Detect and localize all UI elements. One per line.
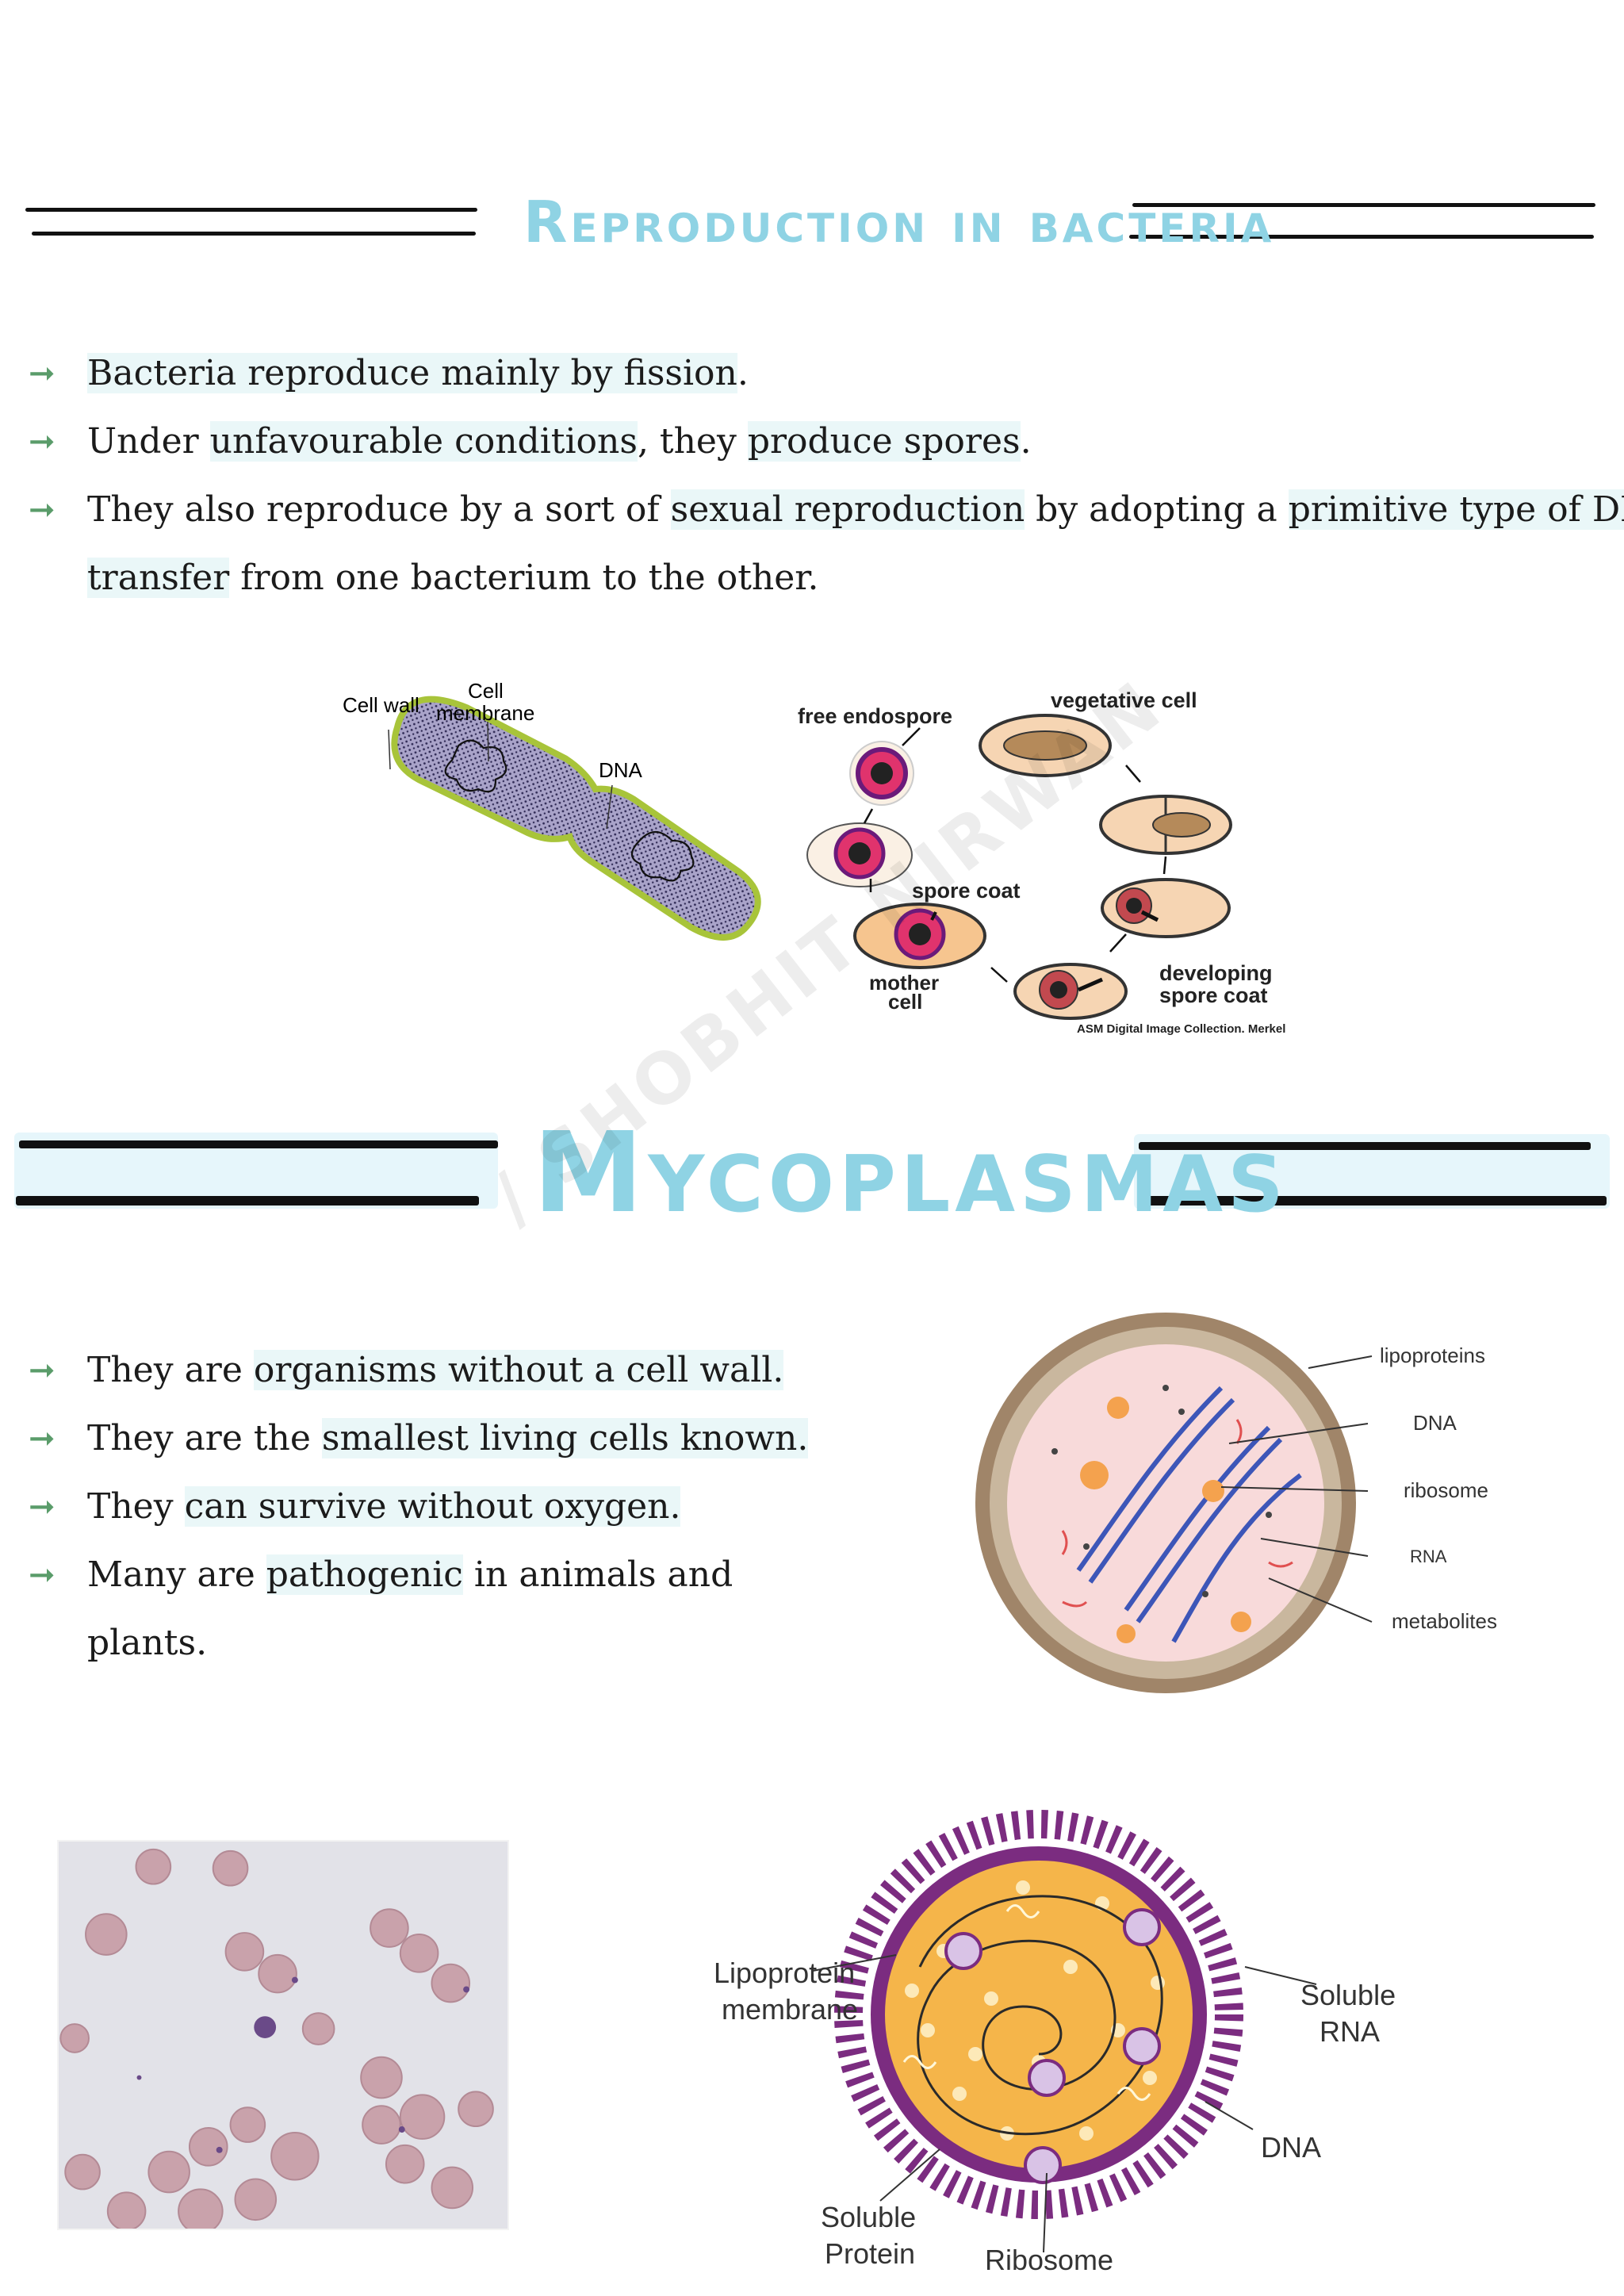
binary-fission-figure: Cell wall Cell membrane DNA (343, 682, 761, 941)
bullet-dna-transfer-cont: transfer from one bacterium to the other… (87, 558, 819, 598)
forespore-cell (1013, 963, 1128, 1020)
label-soluble-rna-2: RNA (1320, 2015, 1380, 2048)
label-spore-coat: spore coat (912, 879, 1021, 903)
label-developing-1: developing (1159, 961, 1273, 985)
label-metabolites: metabolites (1392, 1609, 1497, 1633)
header2-rule-right-top (1139, 1142, 1591, 1150)
bullet-without-oxygen: ➞ They can survive without oxygen. (29, 1473, 808, 1541)
header-rule-right-top (1132, 203, 1595, 207)
dna-strands (1076, 1386, 1302, 1643)
header2-rule-right-bottom (1142, 1196, 1607, 1205)
arrow-icon: ➞ (29, 492, 56, 528)
blood-smear-image (59, 1842, 508, 2229)
lysing-cell (806, 822, 913, 887)
highlight: smallest living cells known. (321, 1418, 809, 1458)
dividing-cell (1099, 795, 1232, 855)
label-mother-cell-1: mother (869, 971, 939, 995)
label-free-endospore: free endospore (798, 704, 952, 728)
cytoplasm (885, 1861, 1193, 2168)
arrow-icon: ➞ (29, 1489, 56, 1525)
label-dna: DNA (1413, 1411, 1457, 1435)
ribosomes (944, 1908, 1161, 2184)
section-title-mycoplasmas: Mycoplasmas (533, 1109, 1289, 1238)
ribosomes (1080, 1397, 1251, 1643)
label-mother-cell-2: cell (888, 990, 922, 1014)
label-cell-membrane-1: Cell (468, 682, 504, 703)
mycoplasma-cell-figure: Lipoprotein membrane Soluble RNA DNA Rib… (714, 1810, 1396, 2276)
header2-rule-left-top (19, 1140, 498, 1148)
label-soluble-protein-2: Protein (825, 2237, 915, 2270)
arrow-icon: ➞ (29, 1420, 56, 1457)
label-rna: RNA (1410, 1547, 1447, 1566)
header-rule-left-bottom (32, 232, 476, 236)
cytoplasm (1007, 1344, 1324, 1662)
section-title-reproduction: Reproduction in bacteria (523, 189, 1275, 255)
bullet-dna-transfer: ➞ They also reproduce by a sort of sexua… (29, 476, 1624, 544)
label-ribosome: ribosome (1404, 1478, 1488, 1502)
soluble-rna (902, 1904, 1151, 2101)
free-endospore (849, 741, 914, 806)
label-lipoprotein-1: Lipoprotein (714, 1957, 855, 1989)
label-lipoprotein-2: membrane (722, 1993, 858, 2026)
dna-left (444, 739, 508, 793)
label-dna: DNA (599, 758, 643, 782)
header-rule-right-bottom (1129, 235, 1594, 239)
bullet-fission: ➞ Bacteria reproduce mainly by fission. (29, 339, 1624, 408)
arrow-icon: ➞ (29, 1557, 56, 1593)
highlight: primitive type of DNA (1288, 489, 1624, 530)
bullet-smallest-cells: ➞ They are the smallest living cells kno… (29, 1405, 809, 1473)
label-dna: DNA (1261, 2131, 1321, 2164)
arrow-icon: ➞ (29, 1352, 56, 1389)
bullet-spores: ➞ Under unfavourable conditions, they pr… (29, 408, 1624, 476)
label-ribosome: Ribosome (985, 2244, 1113, 2276)
label-image-credit: ASM Digital Image Collection. Merkel (1077, 1022, 1285, 1036)
blood-smear-photo (57, 1840, 509, 2230)
highlight: sexual reproduction (670, 489, 1025, 530)
highlight: pathogenic (266, 1554, 463, 1595)
metabolites (1051, 1385, 1272, 1597)
highlight: unfavourable conditions (209, 421, 638, 462)
vegetative-cell (979, 714, 1112, 777)
dna-strand (917, 1895, 1163, 2136)
bullet-pathogenic: ➞ Many are pathogenic in animals and (29, 1541, 808, 1609)
label-vegetative-cell: vegetative cell (1051, 688, 1197, 712)
header-rule-left-top (25, 208, 477, 212)
bullet-pathogenic-cont: plants. (87, 1623, 208, 1663)
label-cell-wall: Cell wall (343, 693, 419, 717)
developing-spore-cell (1101, 878, 1231, 938)
endospore-cycle-figure: free endospore vegetative cell spore coa… (798, 688, 1285, 1036)
label-soluble-protein-1: Soluble (821, 2201, 916, 2233)
header2-rule-left-bottom (16, 1196, 479, 1205)
highlight: Bacteria reproduce mainly by fission (87, 353, 737, 393)
arrow-icon: ➞ (29, 424, 56, 460)
bacterium-cell (391, 696, 761, 941)
highlight: produce spores (747, 421, 1021, 462)
label-developing-2: spore coat (1159, 983, 1268, 1007)
dna-right (630, 830, 695, 882)
arrow-icon: ➞ (29, 355, 56, 392)
mother-cell (853, 903, 986, 969)
reproduction-bullet-list: ➞ Bacteria reproduce mainly by fission. … (29, 339, 1624, 612)
highlight: transfer (87, 558, 230, 598)
label-soluble-rna-1: Soluble (1300, 1979, 1396, 2011)
highlight: can survive without oxygen. (184, 1486, 681, 1527)
bullet-no-cell-wall: ➞ They are organisms without a cell wall… (29, 1336, 808, 1405)
lipoprotein-spikes (834, 1810, 1243, 2219)
mycoplasma-bullet-list: ➞ They are organisms without a cell wall… (29, 1336, 809, 1677)
highlight: organisms without a cell wall. (253, 1350, 784, 1390)
label-lipoproteins: lipoproteins (1380, 1343, 1485, 1367)
mycoplasma-structure-figure: lipoproteins DNA ribosome RNA metabolite… (975, 1313, 1497, 1693)
label-cell-membrane-2: membrane (436, 701, 534, 725)
